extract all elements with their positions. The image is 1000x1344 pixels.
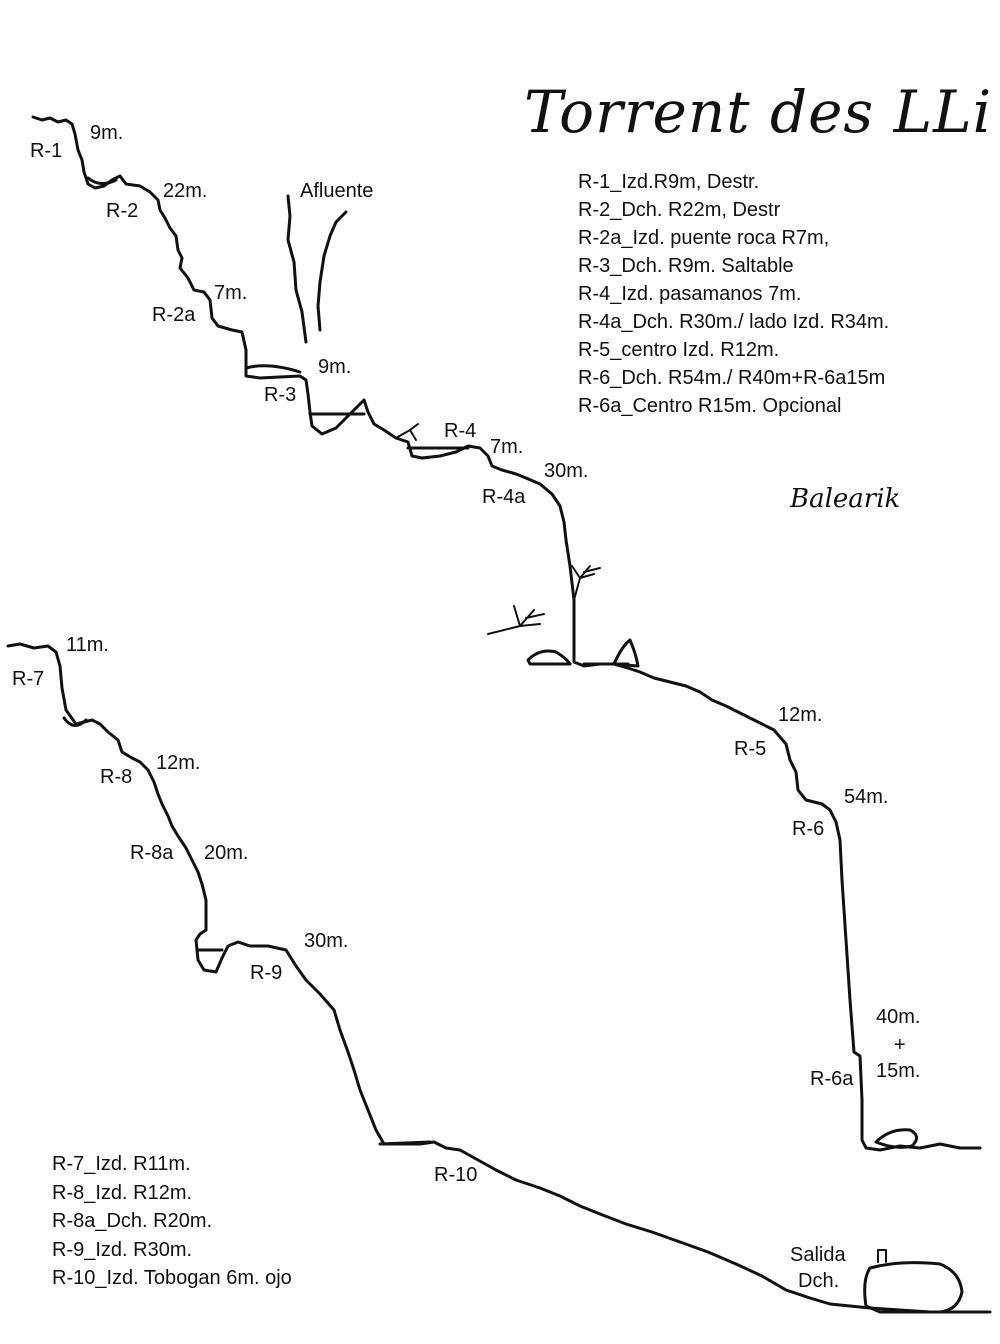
rappel-label-r2: R-2 bbox=[106, 200, 139, 222]
tree-r4 bbox=[395, 423, 419, 441]
pool-r3 bbox=[244, 364, 302, 374]
legend-item: R-8a_Dch. R20m. bbox=[52, 1210, 213, 1232]
exit-direction-label: Dch. bbox=[798, 1270, 840, 1292]
tree-left bbox=[487, 605, 545, 635]
boulder-r6a bbox=[874, 1128, 918, 1149]
rappel-length-r6a-plus: + bbox=[894, 1034, 906, 1056]
pool-r7 bbox=[62, 716, 88, 727]
rappel-label-r10: R-10 bbox=[434, 1164, 478, 1186]
legend-item: R-6_Dch. R54m./ R40m+R-6a15m bbox=[578, 367, 886, 389]
rappel-length-r6: 54m. bbox=[844, 786, 889, 808]
afluente-branch-right bbox=[316, 210, 348, 332]
legend-item: R-8_Izd. R12m. bbox=[52, 1181, 193, 1204]
legend-item: R-7_Izd. R11m. bbox=[52, 1153, 191, 1175]
rappel-length-r4: 7m. bbox=[490, 436, 524, 458]
rappel-label-r1: R-1 bbox=[30, 140, 63, 162]
rappel-label-r4a: R-4a bbox=[482, 486, 526, 508]
rappel-label-r5: R-5 bbox=[734, 738, 767, 760]
legend-item: R-4_Izd. pasamanos 7m. bbox=[578, 283, 802, 305]
canyon-profile-lower bbox=[6, 642, 992, 1314]
rappel-label-r6: R-6 bbox=[792, 818, 825, 840]
exit-marker bbox=[877, 1249, 887, 1263]
rappel-length-r5: 12m. bbox=[778, 704, 823, 726]
rappel-length-r8: 12m. bbox=[156, 752, 201, 774]
legend-item: R-2_Dch. R22m, Destr bbox=[578, 199, 781, 221]
legend-item: R-1_Izd.R9m, Destr. bbox=[578, 171, 760, 193]
rappel-length-r2a: 7m. bbox=[214, 282, 248, 304]
rappel-label-r9: R-9 bbox=[250, 962, 283, 984]
canyon-profile-upper bbox=[31, 115, 982, 1152]
exit-label: Salida bbox=[790, 1244, 846, 1266]
boulder-r5-right bbox=[612, 638, 640, 668]
afluente-branch-left bbox=[286, 194, 308, 344]
rappel-length-r1: 9m. bbox=[90, 122, 124, 144]
rappel-label-r8: R-8 bbox=[100, 766, 133, 788]
legend-upper: R-1_Izd.R9m, Destr. R-2_Dch. R22m, Destr… bbox=[578, 168, 889, 420]
rappel-label-r2a: R-2a bbox=[152, 304, 196, 326]
legend-item: R-9_Izd. R30m. bbox=[52, 1238, 193, 1261]
page-title: Torrent des LLi bbox=[524, 78, 993, 146]
rappel-label-r4: R-4 bbox=[444, 420, 477, 442]
pool-r10 bbox=[378, 1140, 432, 1146]
legend-item: R-3_Dch. R9m. Saltable bbox=[578, 255, 794, 277]
rappel-label-r8a: R-8a bbox=[130, 842, 174, 864]
rappel-length-r7: 11m. bbox=[66, 634, 109, 656]
tree-r4a bbox=[571, 565, 601, 601]
rappel-label-r6a: R-6a bbox=[810, 1068, 854, 1090]
rappel-length-r6a-1: 40m. bbox=[876, 1006, 921, 1028]
rappel-label-r3: R-3 bbox=[264, 384, 297, 406]
rappel-label-r7: R-7 bbox=[12, 668, 45, 690]
rappel-length-r4a: 30m. bbox=[544, 460, 589, 482]
exit-rock bbox=[863, 1261, 964, 1314]
legend-item: R-10_Izd. Tobogan 6m. ojo bbox=[52, 1267, 292, 1289]
rappel-length-r9: 30m. bbox=[304, 930, 349, 952]
rappel-length-r6a-2: 15m. bbox=[876, 1060, 921, 1082]
rappel-length-r3: 9m. bbox=[318, 356, 352, 378]
legend-lower: R-7_Izd. R11m. R-8_Izd. R12m. R-8a_Dch. … bbox=[52, 1150, 292, 1293]
afluente-label: Afluente bbox=[300, 180, 374, 202]
rappel-length-r2: 22m. bbox=[163, 180, 208, 202]
legend-item: R-2a_Izd. puente roca R7m, bbox=[578, 227, 830, 249]
rappel-length-r8a: 20m. bbox=[204, 842, 249, 864]
legend-item: R-4a_Dch. R30m./ lado Izd. R34m. bbox=[578, 311, 890, 333]
boulder-r5-left bbox=[526, 649, 572, 666]
pool-r1 bbox=[86, 176, 118, 185]
brand-logo: Balearik bbox=[790, 484, 901, 514]
legend-item: R-5_centro Izd. R12m. bbox=[578, 339, 780, 361]
legend-item: R-6a_Centro R15m. Opcional bbox=[578, 395, 842, 417]
